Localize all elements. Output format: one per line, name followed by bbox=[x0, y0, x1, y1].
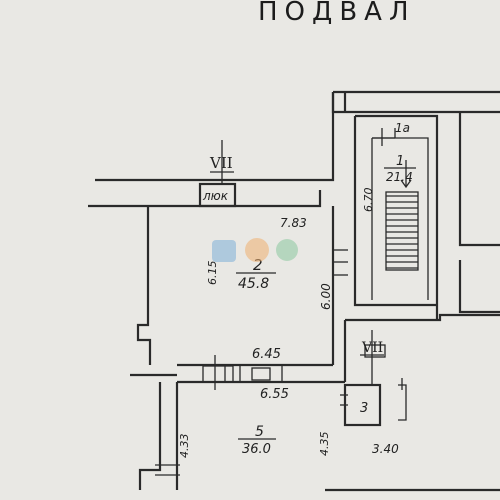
svg-text:VII: VII bbox=[209, 154, 233, 172]
stair-arrow-head bbox=[400, 179, 412, 189]
house-icon bbox=[245, 238, 269, 262]
outer-walls bbox=[88, 90, 500, 208]
room-1a-number: 1а bbox=[395, 121, 410, 135]
dim-6-70: 6.70 bbox=[362, 188, 375, 213]
room-3-walls bbox=[340, 320, 407, 427]
room-5-area: 36.0 bbox=[242, 442, 271, 457]
section-mark-bottom: VII bbox=[360, 330, 384, 385]
dim-6-45: 6.45 bbox=[252, 347, 281, 362]
room-2-walls bbox=[136, 206, 348, 367]
dim-6-15: 6.15 bbox=[206, 261, 219, 286]
room-2-area: 45.8 bbox=[238, 276, 269, 292]
dim-7-83: 7.83 bbox=[280, 216, 307, 230]
hatch-box bbox=[198, 182, 237, 208]
watermark-logo bbox=[212, 238, 298, 262]
plan-title: ПОДВАЛ bbox=[258, 0, 416, 27]
dim-4-33: 4.33 bbox=[178, 434, 191, 459]
dim-6-00: 6.00 bbox=[319, 283, 333, 310]
room-1-area: 21.4 bbox=[386, 170, 413, 184]
dim-3-40: 3.40 bbox=[372, 442, 399, 456]
hatch-label: люк bbox=[202, 189, 229, 203]
room-1-number: 1 bbox=[396, 154, 404, 169]
room-1-walls bbox=[353, 114, 439, 320]
section-mark-top: VII bbox=[209, 140, 234, 184]
dim-4-35: 4.35 bbox=[318, 432, 331, 457]
right-walls bbox=[345, 112, 500, 322]
room-5-walls bbox=[138, 382, 500, 492]
dim-6-55: 6.55 bbox=[260, 387, 289, 402]
room-2-number: 2 bbox=[253, 256, 263, 274]
stair-treads bbox=[386, 195, 418, 269]
room-5-number: 5 bbox=[255, 424, 264, 440]
cart-icon bbox=[212, 240, 236, 262]
partition bbox=[130, 355, 345, 390]
room-3-number: 3 bbox=[360, 401, 368, 416]
hanger-icon bbox=[276, 239, 298, 261]
